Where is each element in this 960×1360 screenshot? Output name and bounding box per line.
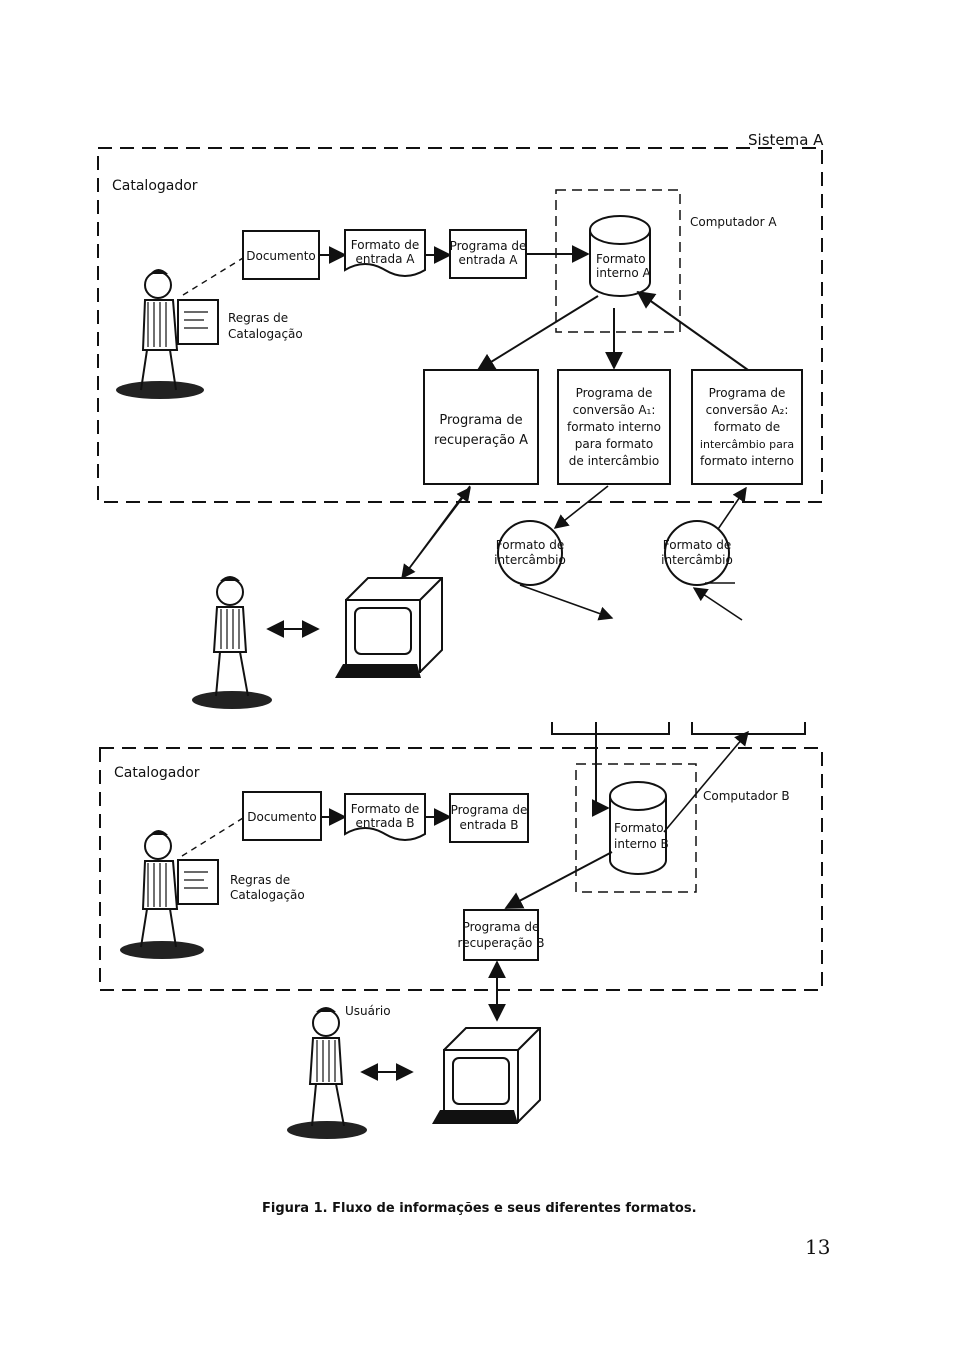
- system-a-title: Sistema A: [748, 131, 824, 149]
- conversao-a2-line5: formato interno: [700, 454, 794, 468]
- programa-entrada-b-box: [449, 793, 529, 843]
- formato-entrada-b-line2: entrada B: [356, 816, 415, 830]
- computador-b-label: Computador B: [703, 789, 790, 803]
- terminal-a-icon: [335, 577, 443, 678]
- intercambio-1-line1: Formato de: [496, 538, 564, 552]
- formato-entrada-b-shape: [344, 793, 426, 841]
- formato-entrada-a-shape: [344, 229, 426, 277]
- formato-entrada-a-line1: Formato de: [351, 238, 419, 252]
- programa-conversao-a2-box: [691, 369, 803, 485]
- conversao-a2-line1: Programa de: [709, 386, 786, 400]
- programa-recuperacao-a-line1: Programa de: [439, 413, 522, 428]
- documento-a-label: Documento: [246, 249, 316, 263]
- computador-a-boundary: [555, 189, 681, 333]
- programa-entrada-b-line2: entrada B: [460, 818, 519, 832]
- documento-b-label: Documento: [247, 810, 317, 824]
- programa-recuperacao-a-line2: recuperação A: [434, 433, 528, 448]
- page-number: 13: [805, 1235, 830, 1259]
- programa-recuperacao-b-line2: recuperação B: [458, 936, 545, 950]
- programa-recuperacao-a-box: [423, 369, 539, 485]
- regras-b-line2: Catalogação: [230, 888, 305, 902]
- conversao-a1-line3: formato interno: [567, 420, 661, 434]
- conversao-a1-line5: de intercâmbio: [569, 454, 659, 468]
- documento-b-box: [242, 791, 322, 841]
- figure-caption: Figura 1. Fluxo de informações e seus di…: [262, 1201, 697, 1216]
- programa-entrada-a-line2: entrada A: [459, 253, 519, 267]
- system-a: Sistema A Catalogador Computador A Docum…: [97, 131, 824, 503]
- interchange-zone: Formato de intercâmbio Formato de interc…: [192, 485, 806, 735]
- user-figure-a: [192, 576, 272, 709]
- catalogador-b-label: Catalogador: [114, 765, 200, 781]
- system-b: Catalogador Computador B Documento Forma…: [99, 722, 823, 991]
- usuario-label: Usuário: [345, 1004, 391, 1018]
- conversao-a2-line4: intercâmbio para: [700, 438, 794, 451]
- formato-entrada-a-line2: entrada A: [356, 252, 416, 266]
- programa-recuperacao-b-line1: Programa de: [463, 920, 540, 934]
- regras-b-line1: Regras de: [230, 873, 290, 887]
- formato-interno-a-line1: Formato: [596, 252, 646, 266]
- programa-conversao-a1-box: [557, 369, 671, 485]
- catalogador-a-label: Catalogador: [112, 178, 198, 194]
- computador-b-boundary: [575, 763, 697, 893]
- conversao-a1-line1: Programa de: [576, 386, 653, 400]
- formato-intercambio-2-circle: [664, 520, 730, 586]
- programa-entrada-a-line1: Programa de: [450, 239, 527, 253]
- documento-a-box: [242, 230, 320, 280]
- formato-interno-b-line1: Formato: [614, 821, 664, 835]
- programa-recuperacao-b-box: [463, 909, 539, 961]
- conversao-a2-line2: conversão A₂:: [706, 403, 789, 417]
- formato-interno-b-line2: interno B: [614, 837, 669, 851]
- formato-interno-b-cylinder: Formato interno B: [609, 781, 669, 875]
- programa-entrada-b-line1: Programa de: [451, 803, 528, 817]
- intercambio-2-line1: Formato de: [663, 538, 731, 552]
- user-figure-b: [287, 1007, 367, 1139]
- intercambio-1-line2: intercâmbio: [494, 553, 566, 567]
- formato-entrada-b-line1: Formato de: [351, 802, 419, 816]
- terminal-b-icon: [432, 1027, 541, 1124]
- cataloguer-figure-a: [116, 269, 219, 399]
- regras-a-line1: Regras de: [228, 311, 288, 325]
- cataloguer-figure-b: [120, 830, 219, 959]
- formato-interno-a-cylinder: Formato interno A: [589, 215, 652, 297]
- formato-intercambio-1-circle: [497, 520, 563, 586]
- computador-a-label: Computador A: [690, 215, 777, 229]
- conversao-a1-line2: conversão A₁:: [573, 403, 656, 417]
- formato-interno-a-line2: interno A: [596, 266, 652, 280]
- system-b-boundary: [99, 747, 823, 991]
- conversao-a2-line3: formato de: [714, 420, 780, 434]
- conversao-a1-line4: para formato: [575, 437, 653, 451]
- regras-a-line2: Catalogação: [228, 327, 303, 341]
- intercambio-2-line2: intercâmbio: [661, 553, 733, 567]
